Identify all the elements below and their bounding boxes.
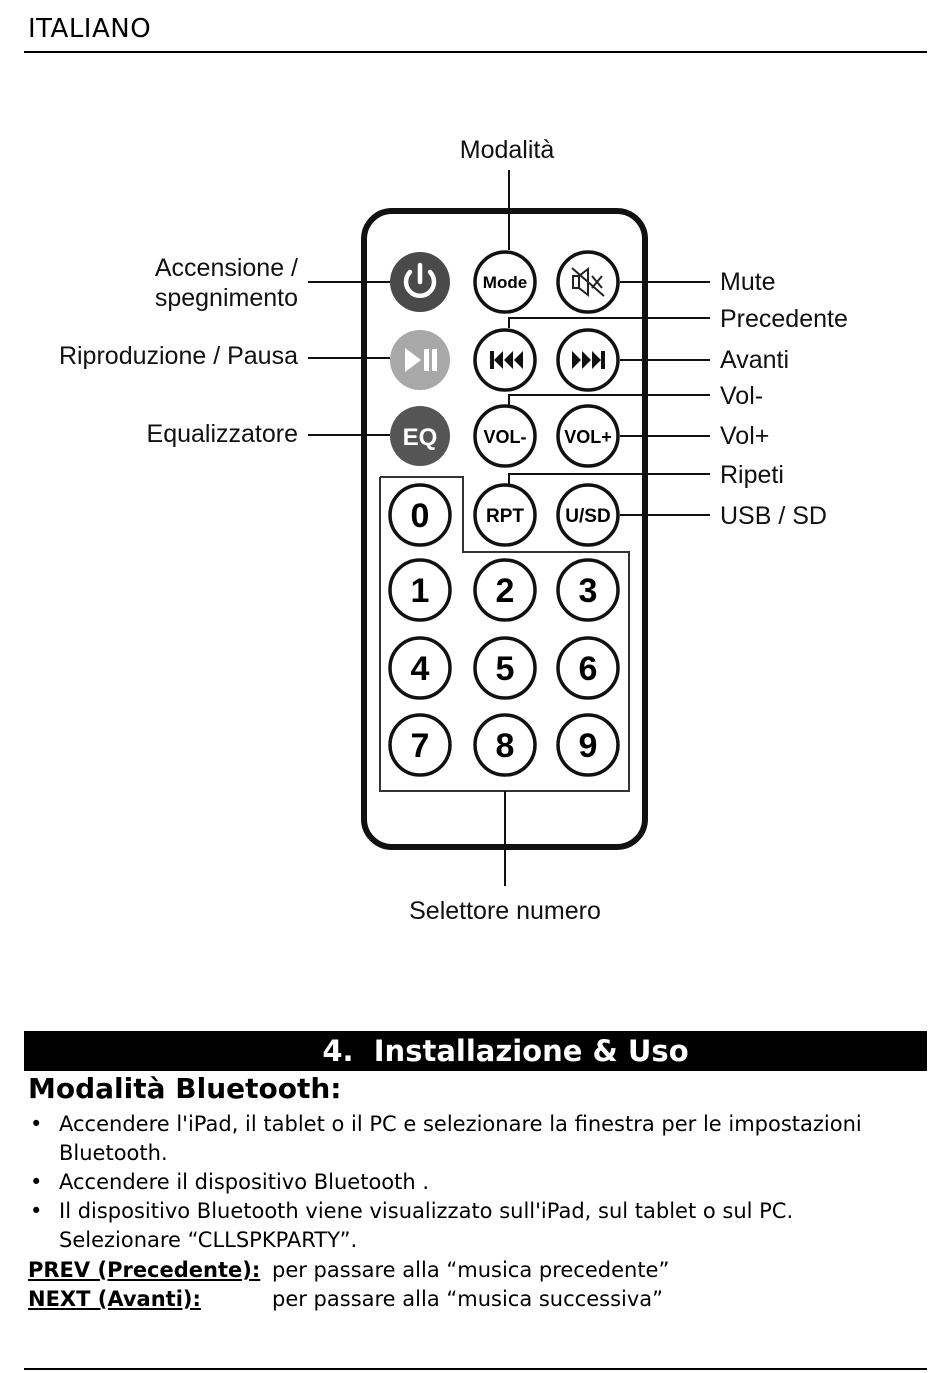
- definition-desc: per passare alla “musica successiva”: [272, 1287, 664, 1311]
- instruction-list: Accendere l'iPad, il tablet o il PC e se…: [28, 1110, 918, 1255]
- label-power-line2: spegnimento: [155, 284, 298, 312]
- footer-divider: [24, 1368, 927, 1370]
- definition-term: NEXT (Avanti):: [28, 1287, 201, 1311]
- eq-button: EQ: [390, 406, 450, 466]
- definition-term: PREV (Precedente):: [28, 1258, 261, 1282]
- usb-sd-button: U/SD: [556, 483, 620, 547]
- number-7-button: 7: [388, 713, 452, 777]
- mute-button: [556, 250, 620, 314]
- list-item: Accendere l'iPad, il tablet o il PC e se…: [28, 1110, 918, 1168]
- power-icon: [403, 262, 437, 299]
- remote-control-diagram: Mode: [59, 136, 848, 925]
- number-3-label: 3: [579, 572, 598, 610]
- number-9-label: 9: [579, 727, 598, 765]
- next-icon: [572, 351, 605, 369]
- number-5-label: 5: [496, 650, 515, 688]
- label-previous: Precedente: [720, 305, 848, 333]
- number-2-button: 2: [473, 558, 537, 622]
- mute-icon: [571, 266, 605, 298]
- label-mode: Modalità: [460, 136, 555, 164]
- rpt-button-label: RPT: [486, 506, 524, 527]
- number-0-button: 0: [388, 483, 452, 547]
- page-language-header: ITALIANO: [28, 14, 152, 44]
- vol-up-button: VOL+: [556, 404, 620, 468]
- number-4-button: 4: [388, 636, 452, 700]
- number-0-label: 0: [411, 497, 430, 535]
- vol-down-button: VOL-: [473, 404, 537, 468]
- definition-row: PREV (Precedente): per passare alla “mus…: [28, 1256, 669, 1285]
- bluetooth-mode-heading: Modalità Bluetooth:: [28, 1072, 342, 1105]
- usb-sd-button-label: U/SD: [565, 506, 610, 527]
- number-5-button: 5: [473, 636, 537, 700]
- label-usb-sd: USB / SD: [720, 502, 827, 530]
- label-vol-down: Vol-: [720, 382, 763, 410]
- definition-desc: per passare alla “musica precedente”: [272, 1258, 670, 1282]
- number-3-button: 3: [556, 558, 620, 622]
- number-6-label: 6: [579, 650, 598, 688]
- number-1-button: 1: [388, 558, 452, 622]
- label-repeat: Ripeti: [720, 461, 784, 489]
- next-button: [556, 328, 620, 392]
- button-definitions: PREV (Precedente): per passare alla “mus…: [28, 1256, 669, 1314]
- label-equalizer: Equalizzatore: [147, 420, 298, 448]
- label-mute: Mute: [720, 268, 776, 296]
- header-divider: [24, 51, 927, 53]
- definition-row: NEXT (Avanti): per passare alla “musica …: [28, 1285, 669, 1314]
- leader-lines: [308, 170, 710, 886]
- number-4-label: 4: [411, 650, 430, 688]
- number-8-button: 8: [473, 713, 537, 777]
- play-pause-icon: [405, 348, 437, 372]
- number-keypad-outline: [379, 476, 630, 792]
- label-power-line1: Accensione /: [155, 254, 298, 282]
- label-next: Avanti: [720, 346, 789, 374]
- previous-icon: [490, 351, 523, 369]
- list-item: Accendere il dispositivo Bluetooth .: [28, 1168, 918, 1197]
- number-8-label: 8: [496, 727, 515, 765]
- number-9-button: 9: [556, 713, 620, 777]
- number-7-label: 7: [411, 727, 430, 765]
- number-1-label: 1: [411, 572, 430, 610]
- previous-button: [473, 328, 537, 392]
- label-number-selector: Selettore numero: [409, 897, 601, 925]
- rpt-button: RPT: [473, 483, 537, 547]
- vol-down-button-label: VOL-: [484, 427, 527, 447]
- number-2-label: 2: [496, 572, 515, 610]
- power-button: [390, 252, 450, 312]
- mode-button: Mode: [473, 250, 537, 314]
- label-play-pause: Riproduzione / Pausa: [59, 342, 298, 370]
- mode-button-label: Mode: [483, 273, 527, 292]
- eq-button-label: EQ: [403, 424, 438, 451]
- label-vol-up: Vol+: [720, 422, 769, 450]
- number-6-button: 6: [556, 636, 620, 700]
- section-title: 4. Installazione & Uso: [322, 1034, 689, 1068]
- section-title-bar: 4. Installazione & Uso: [24, 1031, 927, 1071]
- vol-up-button-label: VOL+: [564, 427, 612, 447]
- play-pause-button: [390, 330, 450, 390]
- list-item: Il dispositivo Bluetooth viene visualizz…: [28, 1197, 918, 1255]
